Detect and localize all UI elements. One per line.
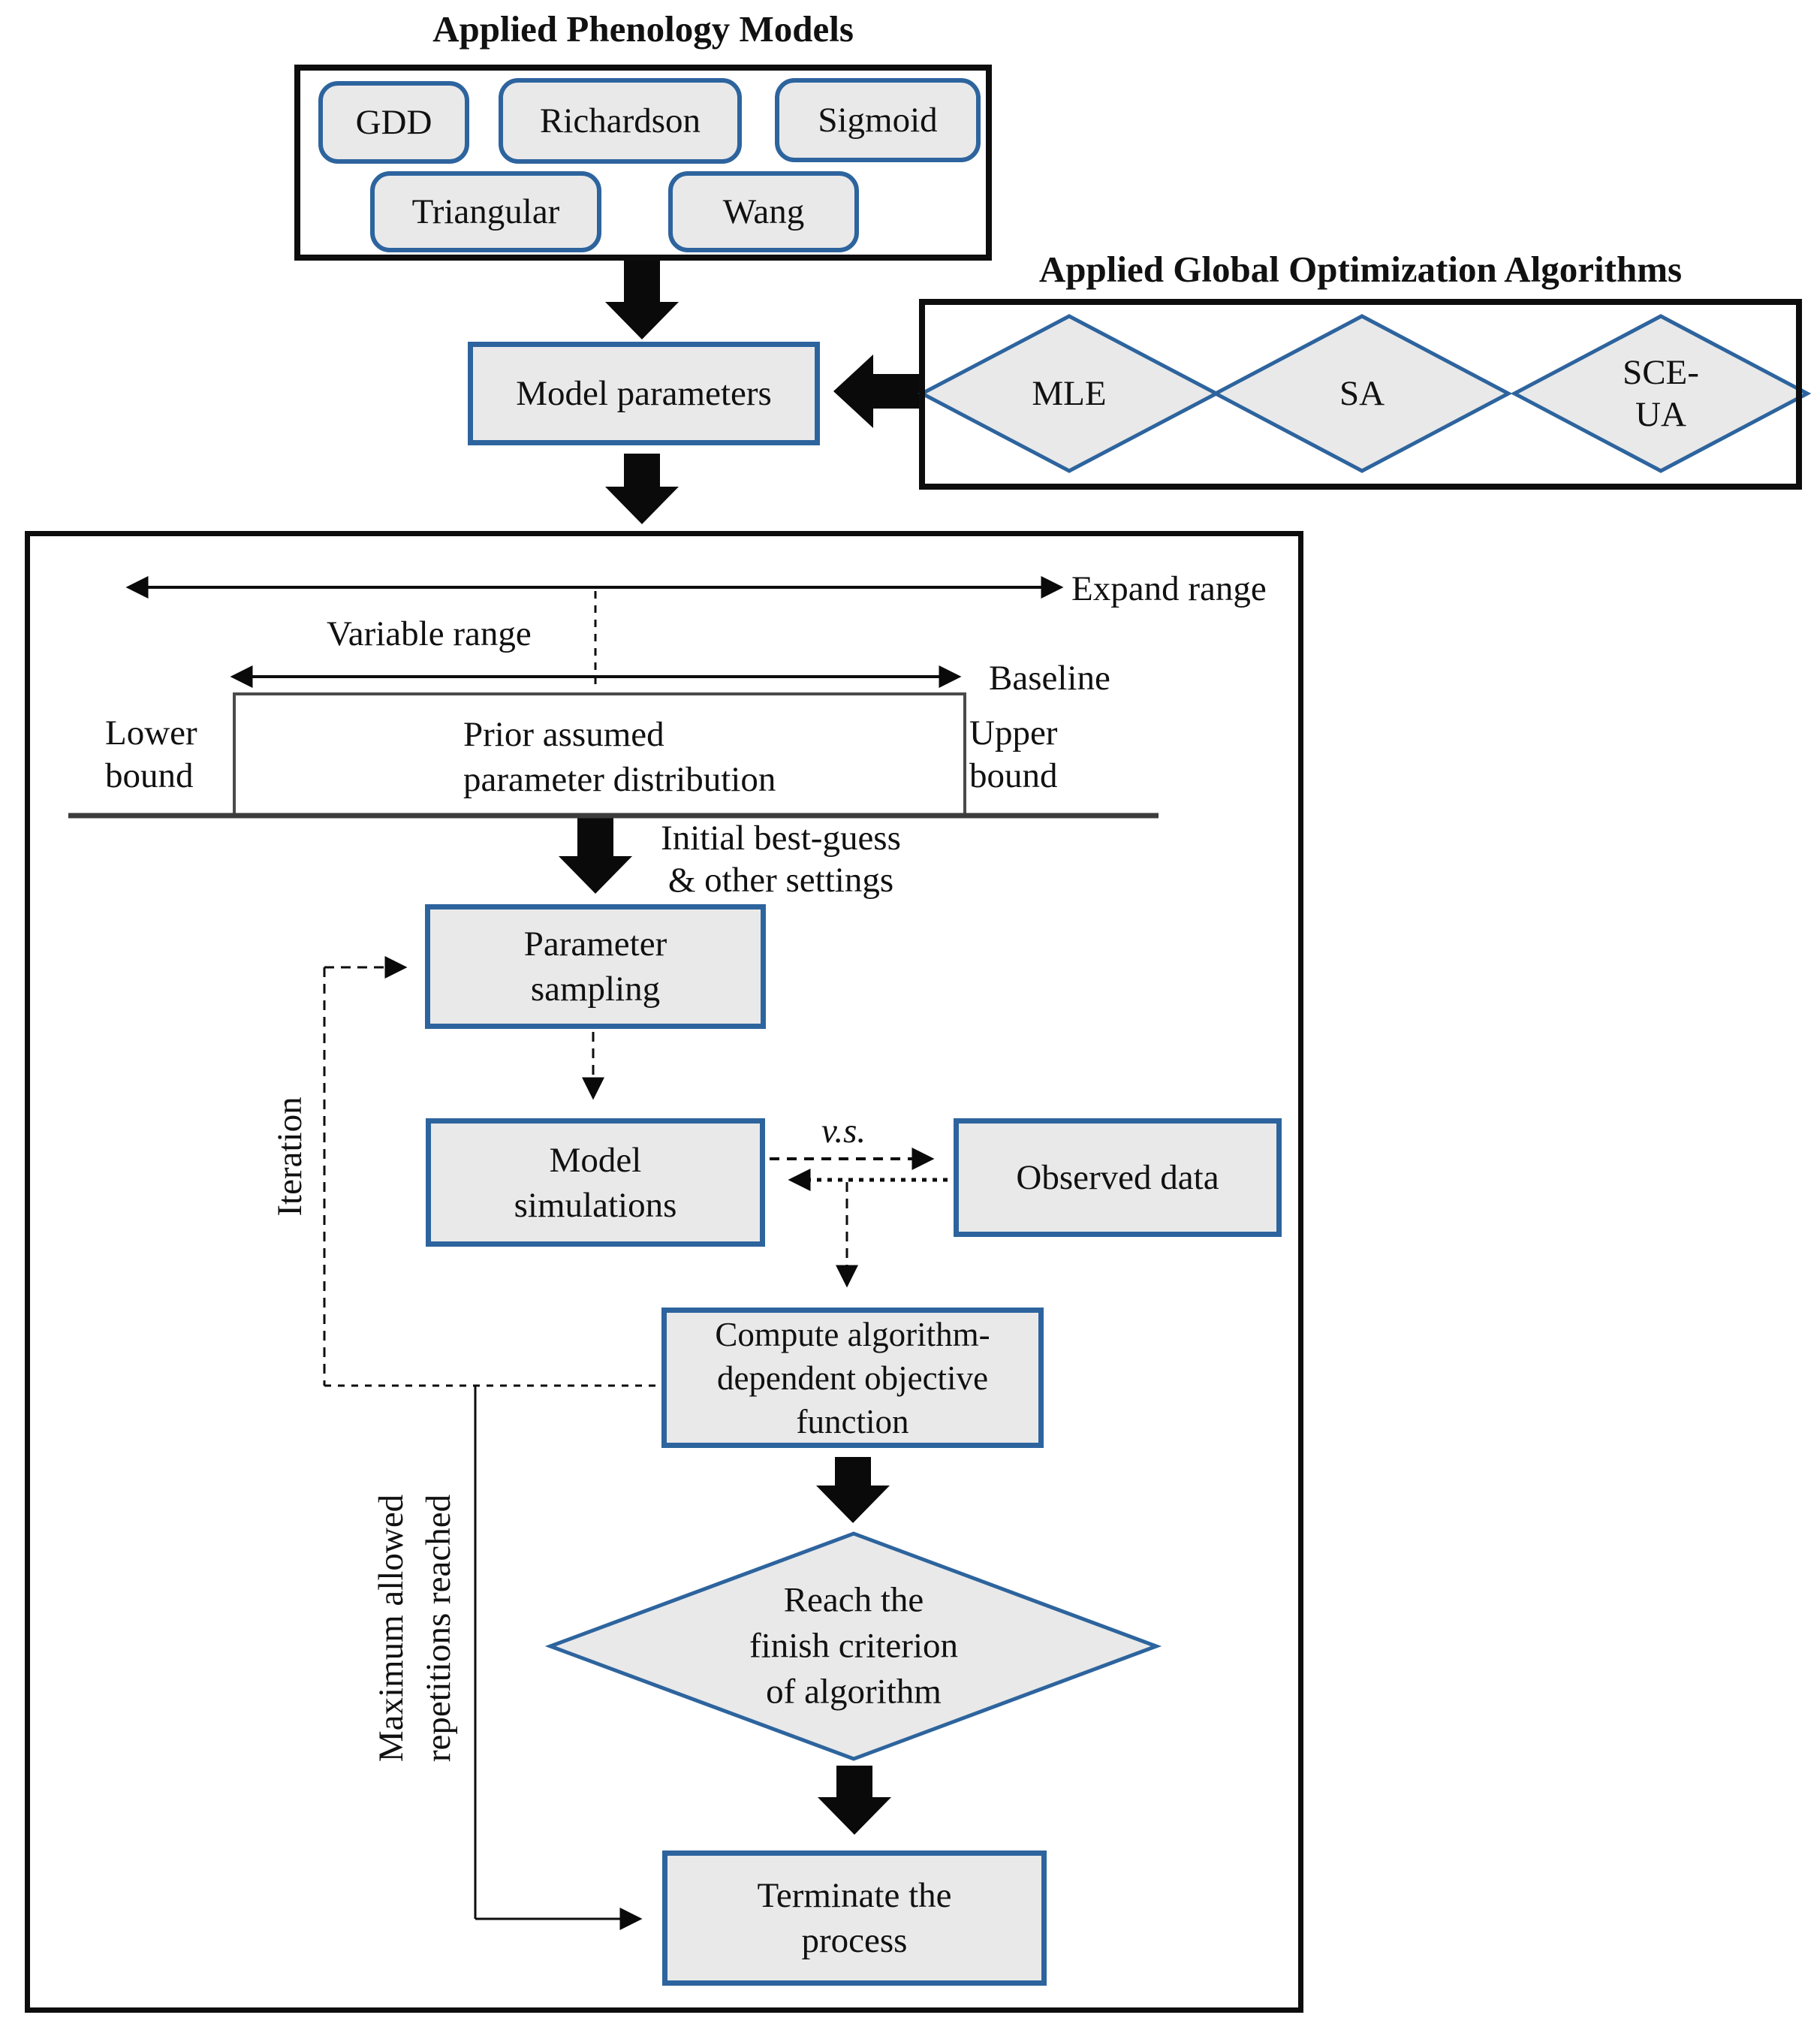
- finish-criterion-label: Reach the finish criterion of algorithm: [749, 1580, 959, 1712]
- lower-bound-label: Lower bound: [105, 713, 197, 795]
- node-observed-data: Observed data: [954, 1118, 1282, 1237]
- finish-criterion-diamond: [544, 1531, 1162, 1761]
- model-triangular: Triangular: [370, 171, 601, 252]
- baseline-label: Baseline: [989, 659, 1110, 698]
- prior-distribution-label: Prior assumed parameter distribution: [463, 715, 776, 799]
- phenology-models-container: [294, 65, 992, 261]
- model-gdd-label: GDD: [355, 103, 432, 142]
- phenology-models-title: Applied Phenology Models: [432, 8, 854, 50]
- optimization-algorithms-container: [919, 299, 1802, 490]
- expand-range-label: Expand range: [1071, 569, 1267, 608]
- model-richardson-label: Richardson: [539, 101, 701, 140]
- model-sigmoid: Sigmoid: [775, 78, 981, 162]
- optimization-algorithms-title: Applied Global Optimization Algorithms: [1038, 249, 1683, 290]
- optimization-process-container: [25, 531, 1303, 2013]
- algorithm-sceua-diamond: [1510, 314, 1812, 473]
- model-gdd: GDD: [318, 81, 469, 164]
- model-sigmoid-label: Sigmoid: [818, 101, 938, 140]
- algorithm-sa-diamond: [1211, 314, 1513, 473]
- block-arrow-models-to-parameters-icon: [605, 259, 679, 339]
- variable-range-label: Variable range: [327, 614, 532, 653]
- algorithm-sceua-label: SCE- UA: [1623, 353, 1699, 434]
- block-arrow-objective-to-criterion-icon: [816, 1457, 890, 1523]
- model-wang-label: Wang: [722, 192, 805, 231]
- node-compute-objective: Compute algorithm- dependent objective f…: [661, 1308, 1044, 1448]
- algorithm-mle-label: MLE: [1032, 374, 1107, 413]
- model-triangular-label: Triangular: [411, 192, 560, 231]
- node-model-simulations: Model simulations: [426, 1118, 765, 1247]
- versus-label: v.s.: [821, 1112, 866, 1151]
- block-arrow-algorithms-to-parameters-icon: [833, 354, 919, 428]
- upper-bound-label: Upper bound: [969, 713, 1058, 795]
- model-wang: Wang: [668, 171, 859, 252]
- model-richardson: Richardson: [499, 78, 742, 164]
- block-arrow-parameters-to-process-icon: [605, 454, 679, 524]
- initial-best-guess-label: Initial best-guess & other settings: [661, 819, 901, 900]
- node-model-parameters: Model parameters: [468, 342, 820, 445]
- block-arrow-initial-guess-icon: [559, 815, 632, 894]
- node-model-parameters-label: Model parameters: [516, 374, 772, 413]
- node-parameter-sampling: Parameter sampling: [425, 904, 766, 1029]
- max-repetitions-label: Maximum allowed repetitions reached: [372, 1494, 458, 1763]
- algorithm-sa-label: SA: [1339, 374, 1385, 413]
- node-terminate-process: Terminate the process: [662, 1851, 1047, 1986]
- block-arrow-criterion-to-terminate-icon: [818, 1766, 891, 1835]
- iteration-label: Iteration: [270, 1096, 309, 1217]
